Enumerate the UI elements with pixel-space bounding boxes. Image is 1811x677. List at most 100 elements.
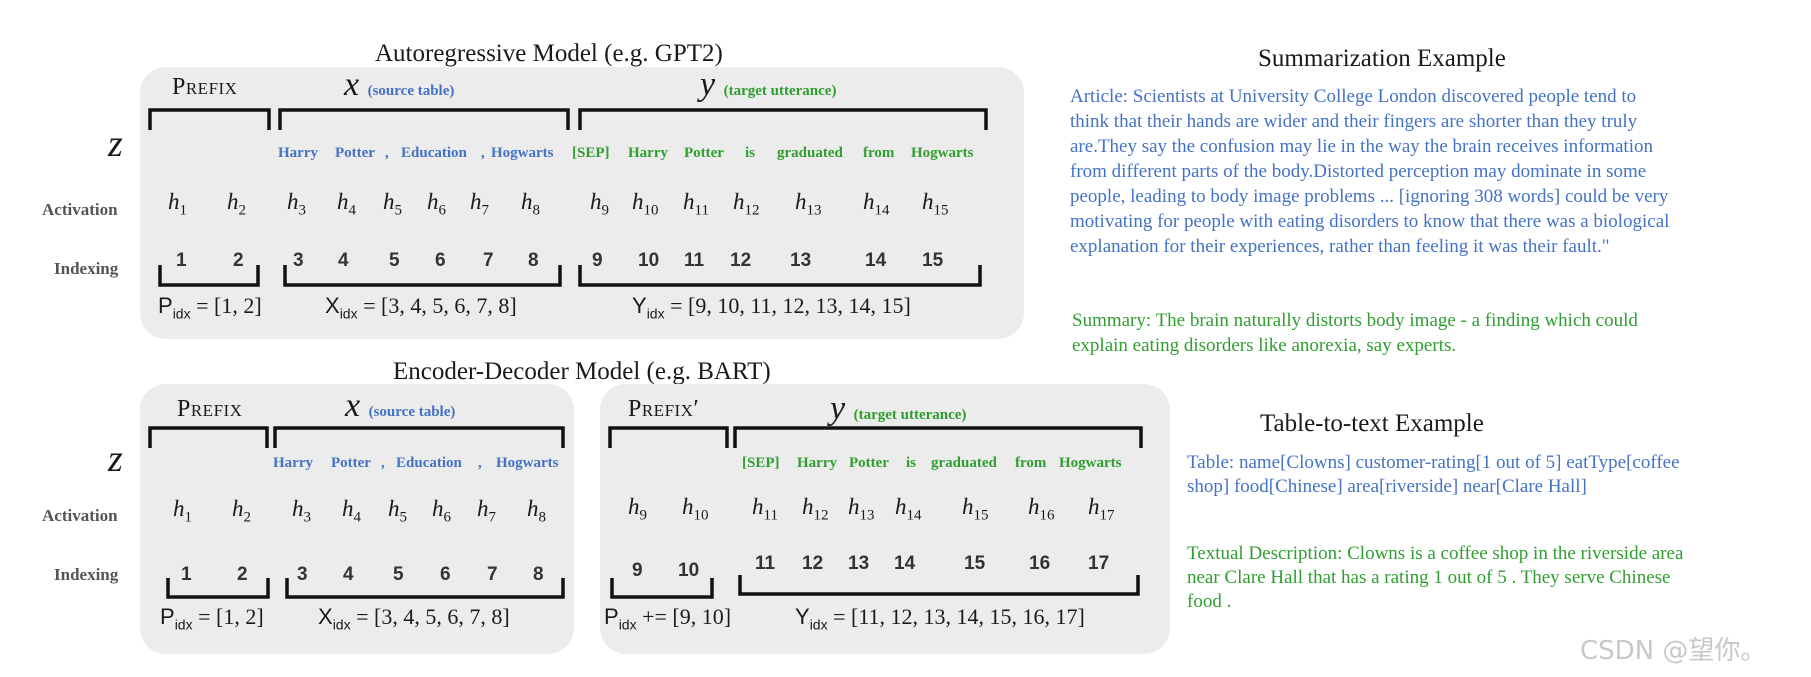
enc-p-idx: Pidx = [1, 2] [160,604,264,633]
ar-activation: h10 [632,189,659,219]
ar-activation: h14 [863,189,890,219]
enc-activation: h4 [342,496,361,526]
ar-activation: h12 [733,189,760,219]
ar-index: 5 [389,250,400,271]
dec-activation: h10 [682,494,709,524]
ar-index: 8 [528,250,539,271]
dec-index: 12 [802,553,824,574]
enc-source-token: , [478,455,482,471]
ar-source-token: Hogwarts [491,145,554,161]
ar-target-token: is [745,145,756,161]
article-text: Article: Scientists at University Colleg… [1070,84,1669,259]
ar-activation: h6 [427,189,446,219]
ar-source-token: , [385,145,389,161]
enc-activation-label: Activation [42,506,118,525]
dec-index: 16 [1029,553,1051,574]
dec-index: 11 [755,553,776,574]
ar-source-token: Education [401,145,467,161]
ar-index: 15 [922,250,944,271]
dec-target-token: Harry [797,455,837,471]
ar-x-var: x (source table) [344,66,455,103]
ar-index: 7 [483,250,494,271]
ar-target-token: from [863,145,895,161]
dec-activation: h17 [1088,494,1115,524]
enc-index: 5 [393,564,404,585]
dec-activation: h11 [752,494,778,524]
dec-index: 17 [1088,553,1110,574]
enc-x-idx: Xidx = [3, 4, 5, 6, 7, 8] [318,604,510,633]
enc-activation: h6 [432,496,451,526]
ar-target-token: [SEP] [572,145,610,161]
ar-z-label: z [108,123,123,165]
enc-activation: h8 [527,496,546,526]
dec-index: 9 [632,560,643,581]
ar-activation: h9 [590,189,609,219]
ar-target-token: graduated [777,145,843,161]
dec-target-token: [SEP] [742,455,780,471]
ar-y-idx: Yidx = [9, 10, 11, 12, 13, 14, 15] [632,293,911,322]
ar-activation: h1 [168,189,187,219]
enc-x-var: x (source table) [345,387,456,424]
enc-activation: h2 [232,496,251,526]
ar-index: 11 [684,250,705,271]
encdec-title: Encoder-Decoder Model (e.g. BART) [393,358,771,385]
watermark: CSDN @望你。 [1580,636,1767,666]
enc-source-token: Education [396,455,462,471]
article-line: people, leading to body image problems .… [1070,186,1669,207]
ar-index: 1 [176,250,187,271]
enc-index: 7 [487,564,498,585]
ar-index: 2 [233,250,244,271]
dec-activation: h13 [848,494,875,524]
ar-index: 6 [435,250,446,271]
ar-indexing-label: Indexing [54,259,119,278]
ar-source-token: Harry [278,145,318,161]
enc-prefix-label: Prefix [177,396,243,422]
dec-index: 13 [848,553,870,574]
enc-activation: h5 [388,496,407,526]
summarization-title: Summarization Example [1258,45,1506,72]
ar-prefix-label: Prefix [172,74,238,100]
description-line: Textual Description: Clowns is a coffee … [1187,543,1684,564]
enc-index: 3 [297,564,308,585]
ar-activation: h8 [521,189,540,219]
ar-activation: h7 [470,189,489,219]
dec-activation: h15 [962,494,989,524]
dec-index: 10 [678,560,700,581]
enc-activation: h3 [292,496,311,526]
ar-target-token: Hogwarts [911,145,974,161]
ar-activation: h15 [922,189,949,219]
enc-source-token: Potter [331,455,371,471]
dec-activation: h16 [1028,494,1055,524]
summary-text: Summary: The brain naturally distorts bo… [1072,308,1638,358]
dec-index: 14 [894,553,916,574]
dec-target-token: graduated [931,455,997,471]
ar-index: 12 [730,250,752,271]
article-line: from different parts of the body.Distort… [1070,161,1647,182]
enc-source-token: Hogwarts [496,455,559,471]
dec-target-token: Potter [849,455,889,471]
dec-index: 15 [964,553,986,574]
enc-index: 1 [181,564,192,585]
description-line: food . [1187,591,1232,612]
enc-index: 8 [533,564,544,585]
ar-index: 10 [638,250,660,271]
enc-source-token: Harry [273,455,313,471]
summary-line: explain eating disorders like anorexia, … [1072,335,1457,356]
ar-activation: h3 [287,189,306,219]
table-line: shop] food[Chinese] area[riverside] near… [1187,476,1587,497]
ar-activation: h5 [383,189,402,219]
ar-target-token: Harry [628,145,668,161]
enc-activation: h1 [173,496,192,526]
description-text: Textual Description: Clowns is a coffee … [1187,542,1683,614]
description-line: near Clare Hall that has a rating 1 out … [1187,567,1671,588]
table-line: Table: name[Clowns] customer-rating[1 ou… [1187,452,1680,473]
article-line: think that their hands are wider and the… [1070,111,1638,132]
article-line: Article: Scientists at University Colleg… [1070,86,1637,107]
table-text: Table: name[Clowns] customer-rating[1 ou… [1187,451,1680,499]
dec-y-idx: Yidx = [11, 12, 13, 14, 15, 16, 17] [795,604,1085,633]
ar-source-token: , [481,145,485,161]
ar-activation: h13 [795,189,822,219]
article-line: are.They say the confusion may lie in th… [1070,136,1653,157]
ar-index: 9 [592,250,603,271]
